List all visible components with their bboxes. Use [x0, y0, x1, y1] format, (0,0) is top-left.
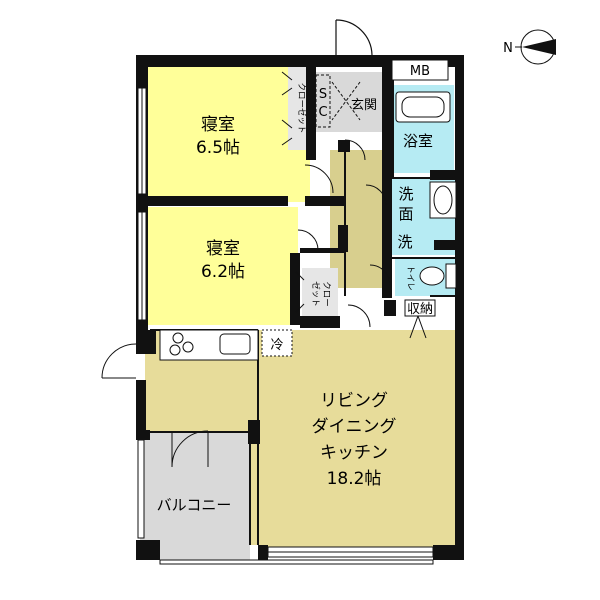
meter-box-label: MB	[410, 64, 430, 79]
toilet-label: トイレ	[405, 265, 415, 291]
compass	[515, 29, 556, 65]
shoe-cabinet	[315, 74, 361, 128]
ldk-line3: キッチン	[320, 443, 388, 463]
closet-mid-label-2: ゼット	[310, 281, 321, 307]
washer-label: 洗	[397, 233, 412, 251]
shoe-cabinet-s: S	[319, 87, 327, 102]
entrance-floor	[314, 72, 384, 132]
balcony-floor	[140, 432, 250, 560]
hallway-floor	[330, 150, 390, 288]
entrance-label: 玄関	[351, 98, 377, 113]
closet-mid-floor	[302, 268, 338, 318]
wash-label-1: 洗	[398, 185, 413, 203]
north-label: N	[503, 41, 513, 56]
ldk-size: 18.2帖	[327, 469, 382, 489]
closet-top-floor	[288, 66, 310, 150]
ldk-line2: ダイニング	[312, 417, 397, 437]
washbasin	[429, 181, 457, 219]
storage-box	[404, 299, 436, 317]
ldk-line1: リビング	[320, 391, 388, 411]
closet-doors	[281, 71, 305, 313]
shoe-cabinet-c: C	[318, 105, 327, 120]
windows-left	[137, 87, 147, 539]
storage-label: 収納	[407, 302, 433, 317]
toilet-fixture	[419, 263, 457, 289]
closet-top-label: クローゼット	[296, 82, 307, 133]
bedroom-1-floor	[148, 66, 310, 202]
bathtub	[395, 91, 451, 123]
window-bottom	[159, 546, 434, 565]
ldk-floor-front	[258, 430, 457, 550]
bedroom-2-name: 寝室	[206, 238, 240, 259]
bath-label: 浴室	[403, 132, 433, 150]
bedroom-2-floor	[148, 207, 298, 325]
bedroom-1-name: 寝室	[201, 114, 235, 135]
closet-mid-label-1: クロー	[321, 281, 331, 307]
balcony-label: バルコニー	[157, 496, 232, 514]
bedroom-1-size: 6.5帖	[196, 138, 240, 158]
bedroom-2-size: 6.2帖	[201, 262, 245, 282]
meter-box	[391, 59, 449, 81]
fridge-label: 冷	[270, 338, 283, 353]
entrance-door	[335, 19, 373, 56]
wash-label-2: 面	[398, 205, 413, 223]
walls	[136, 55, 464, 560]
thin-partitions	[145, 131, 460, 545]
kitchen-counter	[159, 329, 293, 361]
